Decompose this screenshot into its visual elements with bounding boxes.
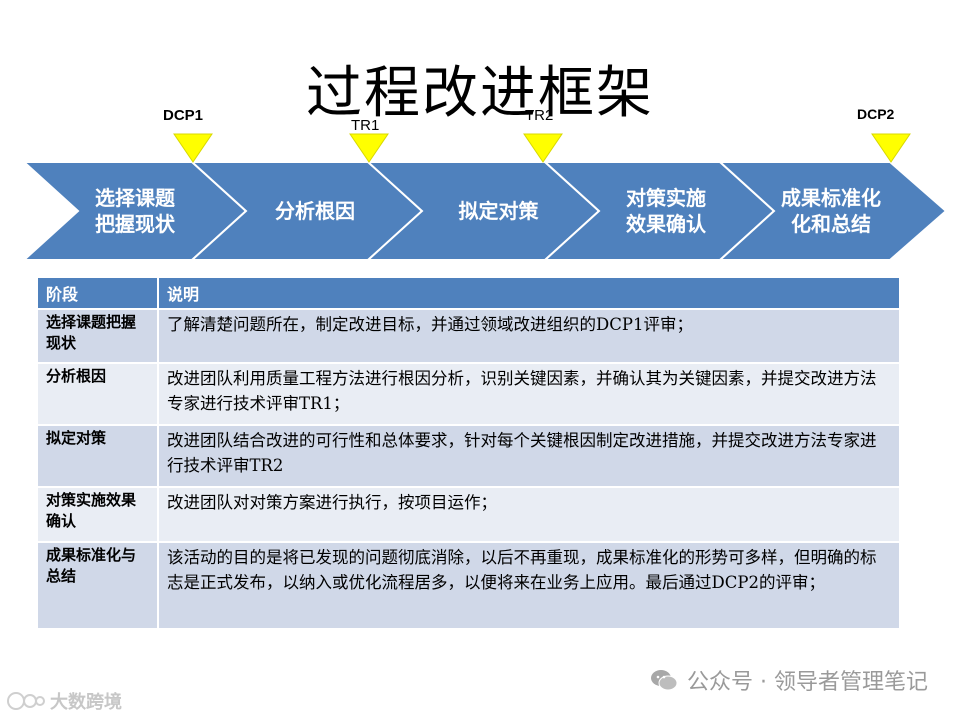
brand-logo-icon (7, 692, 45, 710)
chevron-stage-5 (717, 161, 948, 261)
stage-label-3: 拟定对策 (458, 199, 539, 223)
marker-label-dcp2: DCP2 (857, 106, 895, 122)
table-row: 成果标准化与总结 该活动的目的是将已发现的问题彻底消除，以后不再重现，成果标准化… (38, 541, 901, 628)
table-header-stage: 阶段 (38, 278, 159, 309)
stage-label-line: 成果标准化 (781, 186, 881, 210)
milestone-marker-dcp2 (871, 133, 911, 163)
table-row: 分析根因 改进团队利用质量工程方法进行根因分析，识别关键因素，并确认其为关键因素… (38, 362, 901, 425)
stage-description-table: 阶段 说明 选择课题把握现状 了解清楚问题所在，制定改进目标，并通过领域改进组织… (38, 278, 901, 628)
milestone-marker-dcp1 (173, 133, 213, 163)
table-cell-description: 该活动的目的是将已发现的问题彻底消除，以后不再重现，成果标准化的形势可多样，但明… (158, 541, 901, 628)
stage-label-line: 化和总结 (791, 212, 871, 236)
stage-label-5: 成果标准化 化和总结 (766, 170, 896, 252)
table-cell-stage: 对策实施效果确认 (38, 486, 159, 542)
process-chevrons (21, 133, 948, 261)
brand-watermark: 大数跨境 (6, 688, 122, 714)
table-cell-stage: 选择课题把握现状 (38, 308, 159, 363)
milestone-marker-tr1 (349, 133, 389, 163)
marker-label-dcp1: DCP1 (163, 107, 204, 124)
stage-label-line: 把握现状 (95, 212, 175, 236)
table-header-description: 说明 (158, 278, 901, 309)
brand-text: 大数跨境 (50, 692, 122, 713)
wechat-icon (651, 670, 678, 691)
watermark: 公众号 · 领导者管理笔记 (649, 664, 928, 696)
table-cell-stage: 成果标准化与总结 (38, 541, 159, 628)
stage-label-line: 对策实施 (626, 186, 706, 210)
stage-label-2: 分析根因 (275, 199, 355, 223)
table-row: 拟定对策 改进团队结合改进的可行性和总体要求，针对每个关键根因制定改进措施，并提… (38, 424, 901, 487)
table-cell-description: 改进团队结合改进的可行性和总体要求，针对每个关键根因制定改进措施，并提交改进方法… (158, 424, 901, 487)
table-header-row: 阶段 说明 (38, 278, 901, 309)
table-row: 选择课题把握现状 了解清楚问题所在，制定改进目标，并通过领域改进组织的DCP1评… (38, 308, 901, 363)
stage-label-line: 效果确认 (626, 212, 706, 236)
table-cell-stage: 分析根因 (38, 362, 159, 425)
stage-label-4: 对策实施 效果确认 (596, 170, 736, 252)
table-cell-stage: 拟定对策 (38, 424, 159, 487)
table-cell-description: 了解清楚问题所在，制定改进目标，并通过领域改进组织的DCP1评审； (158, 308, 901, 363)
milestone-marker-tr2 (523, 133, 563, 163)
table-cell-description: 改进团队对对策方案进行执行，按项目运作； (158, 486, 901, 542)
watermark-text: 公众号 · 领导者管理笔记 (687, 670, 928, 695)
stage-label-1: 选择课题 把握现状 (70, 170, 200, 252)
page-title: 过程改进框架 (306, 61, 654, 126)
marker-label-tr1: TR1 (351, 117, 380, 134)
table-cell-description: 改进团队利用质量工程方法进行根因分析，识别关键因素，并确认其为关键因素，并提交改… (158, 362, 901, 425)
table-row: 对策实施效果确认 改进团队对对策方案进行执行，按项目运作； (38, 486, 901, 542)
stage-label-line: 选择课题 (95, 186, 175, 210)
marker-label-tr2: TR2 (525, 107, 554, 124)
